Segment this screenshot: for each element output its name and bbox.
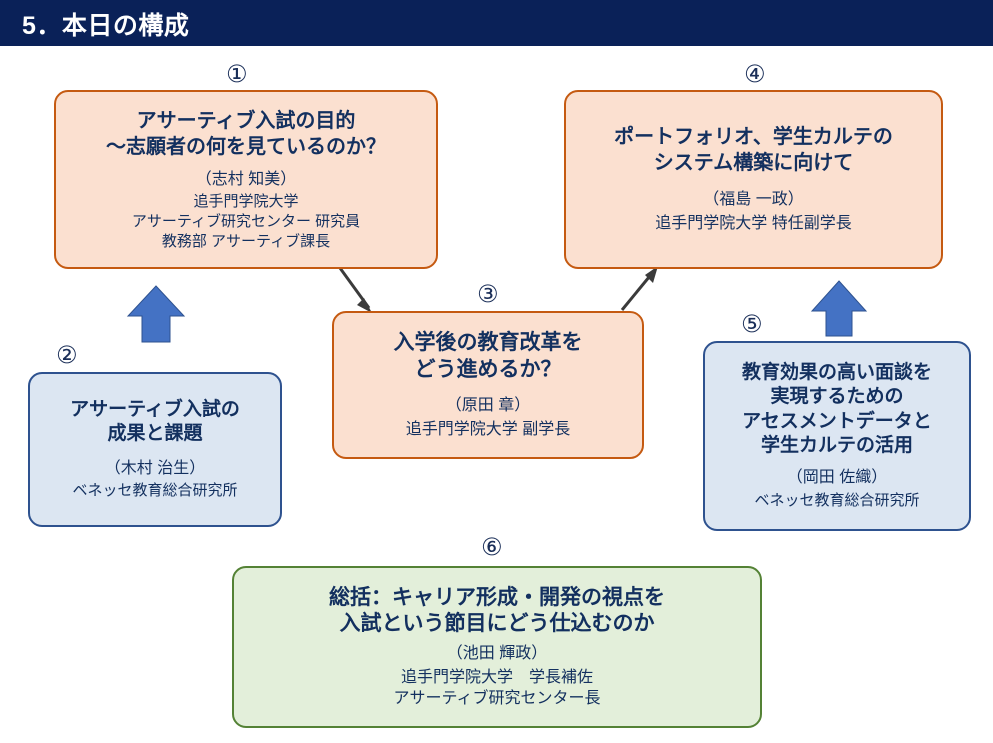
session-title-3: 入学後の教育改革を どう進めるか？ [393,331,583,382]
thin-arrow-down-right [338,267,372,313]
session-box-5[interactable]: 教育効果の高い面談を 実現するための アセスメントデータと 学生カルテの活用 （… [703,341,971,531]
session-speaker-6: （池田 輝政） [446,645,548,663]
session-box-4[interactable]: ポートフォリオ、学生カルテの システム構築に向けて （福島 一政） 追手門学院大… [564,90,943,269]
session-affiliation-6: 追手門学院大学 学長補佐 アサーティブ研究センター長 [393,669,601,708]
session-speaker-2: （木村 治生） [104,459,206,477]
session-title-1: アサーティブ入試の目的 ～志願者の何を見ているのか？ [106,110,386,158]
node-marker-5: ⑤ [741,310,763,338]
node-marker-2: ② [56,341,78,369]
session-box-3[interactable]: 入学後の教育改革を どう進めるか？ （原田 章） 追手門学院大学 副学長 [332,311,644,459]
node-marker-4: ④ [744,60,766,88]
session-box-1[interactable]: アサーティブ入試の目的 ～志願者の何を見ているのか？ （志村 知美） 追手門学院… [54,90,438,269]
block-arrow-up-right [810,280,868,337]
session-box-2[interactable]: アサーティブ入試の 成果と課題 （木村 治生） ベネッセ教育総合研究所 [28,372,282,527]
session-affiliation-5: ベネッセ教育総合研究所 [754,492,920,510]
session-box-6[interactable]: 総括：キャリア形成・開発の視点を 入試という節目にどう仕込むのか （池田 輝政）… [232,566,762,728]
thin-arrow-up-right [620,266,658,311]
session-affiliation-1: 追手門学院大学 アサーティブ研究センター 研究員 教務部 アサーティブ課長 [131,193,361,250]
session-affiliation-4: 追手門学院大学 特任副学長 [655,214,852,232]
node-marker-6: ⑥ [481,533,503,561]
session-speaker-4: （福島 一政） [703,191,804,209]
session-title-5: 教育効果の高い面談を 実現するための アセスメントデータと 学生カルテの活用 [741,362,932,457]
session-speaker-5: （岡田 佐織） [786,469,888,487]
session-title-4: ポートフォリオ、学生カルテの システム構築に向けて [614,125,893,174]
node-marker-1: ① [226,60,248,88]
block-arrow-up-left [126,285,186,343]
session-affiliation-2: ベネッセ教育総合研究所 [72,482,238,500]
session-speaker-1: （志村 知美） [195,170,297,188]
session-title-2: アサーティブ入試の 成果と課題 [70,398,240,445]
session-speaker-3: （原田 章） [445,396,531,414]
page-title: 5．本日の構成 [22,12,190,40]
session-title-6: 総括：キャリア形成・開発の視点を 入試という節目にどう仕込むのか [329,585,665,636]
session-affiliation-3: 追手門学院大学 副学長 [405,420,571,438]
slide-header-bar [0,0,993,46]
node-marker-3: ③ [477,280,499,308]
